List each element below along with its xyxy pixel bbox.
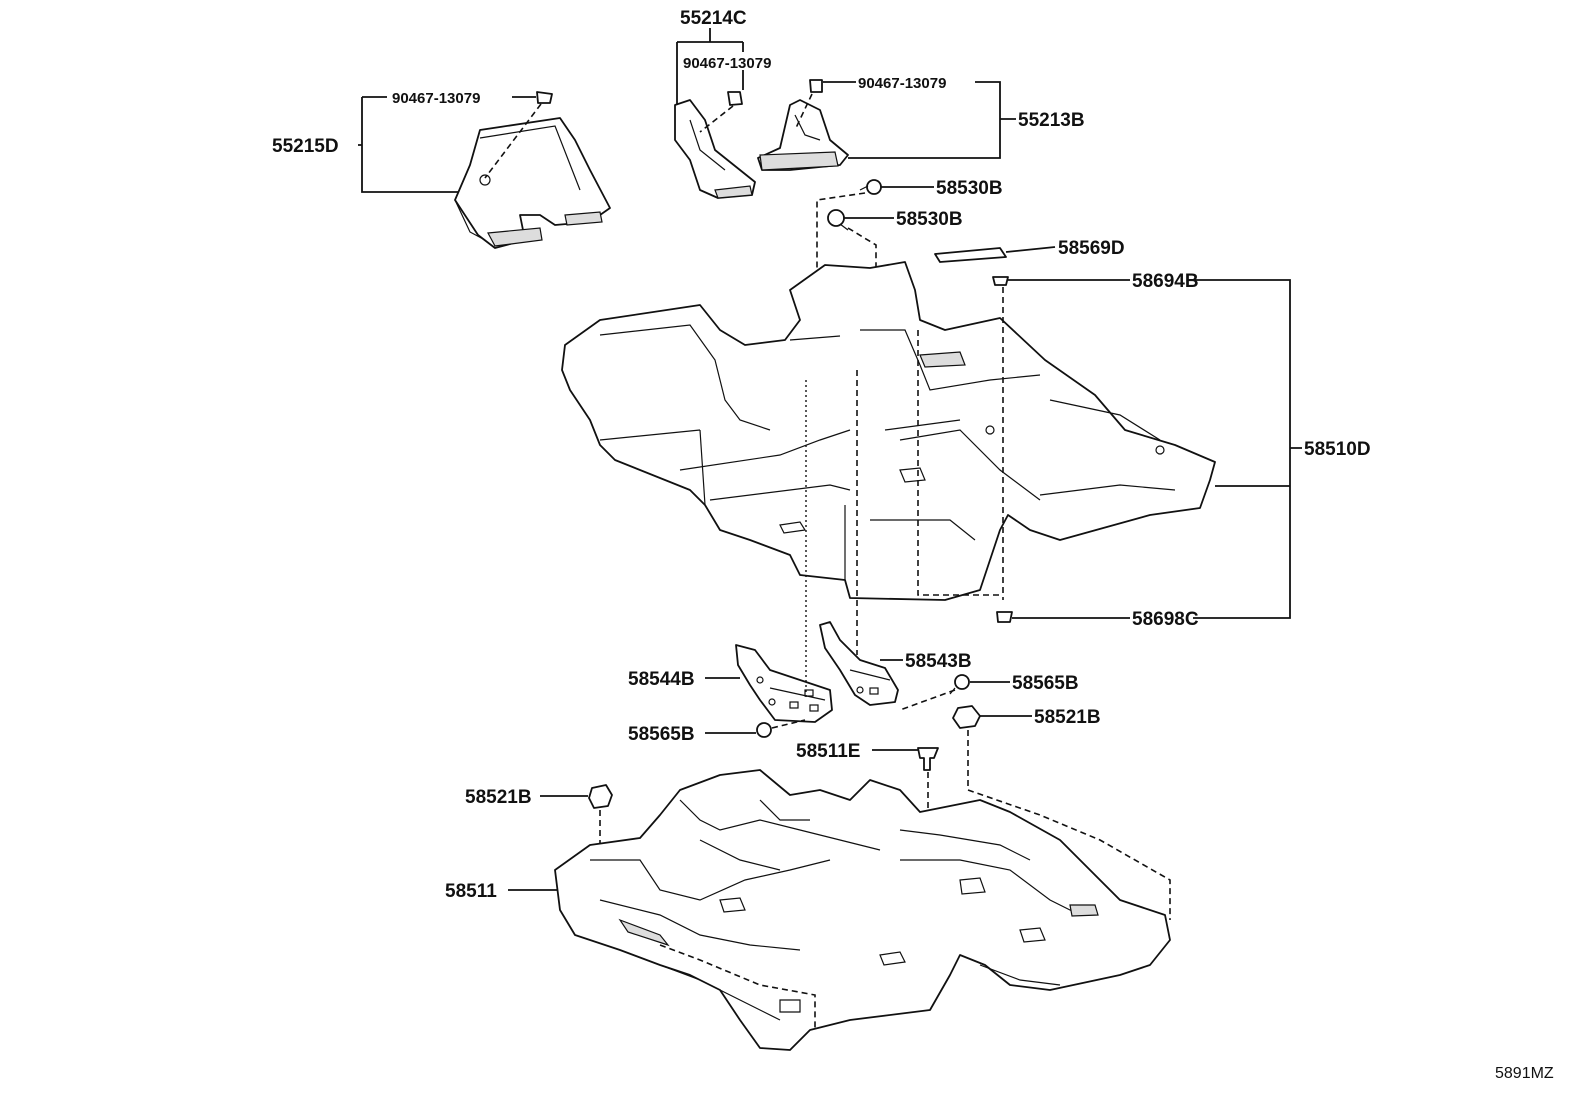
clip-58698c [996, 611, 1013, 623]
part-58511-carpet [554, 769, 1171, 1051]
label-90467-c: 90467-13079 [858, 75, 946, 92]
leader-58569d [1005, 246, 1056, 253]
part-58510d-carpet [561, 261, 1216, 601]
label-58565b-b: 58565B [628, 724, 695, 745]
clip-90467-a [536, 91, 553, 104]
leader-58511-box [659, 789, 1171, 1030]
label-90467-b: 90467-13079 [683, 55, 771, 72]
label-90467-a: 90467-13079 [392, 90, 480, 107]
bolt-58530b-a [859, 179, 882, 195]
clip-58565b-a [949, 674, 970, 695]
label-58565b-a: 58565B [1012, 673, 1079, 694]
leader-clip-a [484, 103, 542, 179]
label-58521b-b: 58521B [465, 787, 532, 808]
label-58511e: 58511E [796, 741, 860, 762]
part-58544b-bracket [735, 644, 833, 723]
part-55215d-cover [454, 117, 611, 249]
clip-90467-c [809, 79, 823, 93]
label-55213b: 55213B [1018, 110, 1085, 131]
label-55215d: 55215D [272, 136, 339, 157]
label-58511: 58511 [445, 881, 497, 902]
label-58530b-a: 58530B [936, 178, 1003, 199]
label-58510d: 58510D [1304, 439, 1371, 460]
label-58521b-a: 58521B [1034, 707, 1101, 728]
clip-58521b-b [588, 784, 613, 809]
label-58530b-b: 58530B [896, 209, 963, 230]
clip-58511e [917, 747, 939, 771]
bracket-55214c [676, 28, 744, 104]
clip-58565b-b [756, 722, 772, 738]
clip-90467-b [727, 91, 743, 106]
clip-58521b-a [952, 705, 981, 729]
part-55213b-cover [757, 99, 849, 171]
bracket-55213b [823, 81, 1016, 159]
bolt-58530b-b [827, 209, 849, 231]
label-58544b: 58544B [628, 669, 695, 690]
label-58543b: 58543B [905, 651, 972, 672]
label-58698c: 58698C [1132, 609, 1199, 630]
label-58569d: 58569D [1058, 238, 1125, 259]
leader-clip-b [699, 105, 734, 133]
diagram-id: 5891MZ [1495, 1065, 1554, 1082]
leader-clip-c [794, 93, 813, 131]
clip-58694b [992, 276, 1009, 286]
label-58694b: 58694B [1132, 271, 1199, 292]
leader-dashed-box [917, 330, 1003, 596]
leader-58565b-a-dash [899, 689, 956, 711]
part-58543b-bracket [819, 621, 899, 706]
part-55214c-cover [674, 99, 756, 199]
label-55214c: 55214C [680, 8, 747, 29]
part-58569d-strip [934, 247, 1007, 263]
leader-58565b-b-dash [771, 719, 806, 729]
bracket-55215d [358, 96, 536, 193]
bracket-58510d [1193, 279, 1302, 619]
